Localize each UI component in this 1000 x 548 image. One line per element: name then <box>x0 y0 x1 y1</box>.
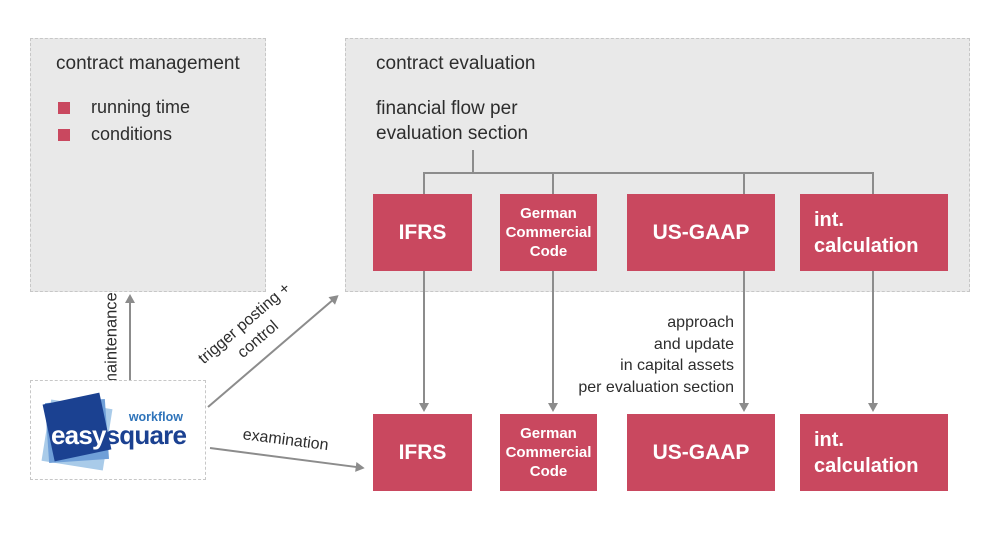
standard-box-usgaap-top: US-GAAP <box>627 194 775 271</box>
logo-text-easy: easy <box>51 420 106 450</box>
standard-box-gcc-top: German Commercial Code <box>500 194 597 271</box>
standard-box-intcalc-bottom: int. calculation <box>800 414 948 491</box>
standard-box-label: German Commercial Code <box>505 204 592 261</box>
standard-box-usgaap-bottom: US-GAAP <box>627 414 775 491</box>
arrowhead-down-icon <box>739 403 749 412</box>
standard-box-label: US-GAAP <box>652 440 750 464</box>
connector-drop-intcalc <box>872 172 874 194</box>
logo-wordmark: easysquare <box>51 420 187 450</box>
examination-arrow: examination <box>209 426 366 474</box>
flow-arrow-ifrs <box>423 271 425 404</box>
maintenance-arrow <box>129 303 131 381</box>
contract-management-panel: contract management running time conditi… <box>30 38 266 292</box>
bullet-square-icon <box>58 101 70 114</box>
approach-note: approach and update in capital assets pe… <box>578 314 734 396</box>
flow-arrow-intcalc <box>872 271 874 404</box>
connector-drop-gcc <box>552 172 554 194</box>
standard-box-label: int. calculation <box>814 428 919 477</box>
standard-box-label: US-GAAP <box>652 220 750 244</box>
standard-box-ifrs-top: IFRS <box>373 194 472 271</box>
list-item-running-time: running time <box>58 97 190 118</box>
standard-box-label: German Commercial Code <box>505 424 592 481</box>
standard-box-gcc-bottom: German Commercial Code <box>500 414 597 491</box>
arrowhead-down-icon <box>548 403 558 412</box>
arrowhead-right-icon <box>328 291 342 305</box>
connector-drop-usgaap <box>743 172 745 194</box>
easysquare-logo: workflow easysquare <box>30 380 206 480</box>
contract-evaluation-subtitle: financial flow per evaluation section <box>376 98 529 145</box>
connector-horizontal <box>423 172 874 174</box>
flow-arrow-gcc <box>552 271 554 404</box>
logo-text-workflow: workflow <box>128 410 183 424</box>
standard-box-label: IFRS <box>398 440 447 464</box>
arrowhead-down-icon <box>868 403 878 412</box>
logo-text-square: square <box>105 420 187 450</box>
flow-arrow-usgaap <box>743 271 745 404</box>
arrowhead-up-icon <box>125 294 135 303</box>
connector-drop-ifrs <box>423 172 425 194</box>
list-item-label: conditions <box>91 124 173 144</box>
standard-box-intcalc-top: int. calculation <box>800 194 948 271</box>
contract-evaluation-title: contract evaluation <box>376 53 536 74</box>
examination-label: examination <box>241 426 330 455</box>
contract-management-title: contract management <box>56 53 240 74</box>
trigger-arrow: trigger posting + control <box>195 280 342 408</box>
standard-box-ifrs-bottom: IFRS <box>373 414 472 491</box>
arrowhead-right-icon <box>355 461 366 474</box>
standard-box-label: int. calculation <box>814 208 919 257</box>
standard-box-label: IFRS <box>398 220 447 244</box>
list-item-label: running time <box>91 97 191 117</box>
connector-stub <box>472 150 474 173</box>
arrowhead-down-icon <box>419 403 429 412</box>
bullet-square-icon <box>58 128 70 141</box>
list-item-conditions: conditions <box>58 124 190 145</box>
